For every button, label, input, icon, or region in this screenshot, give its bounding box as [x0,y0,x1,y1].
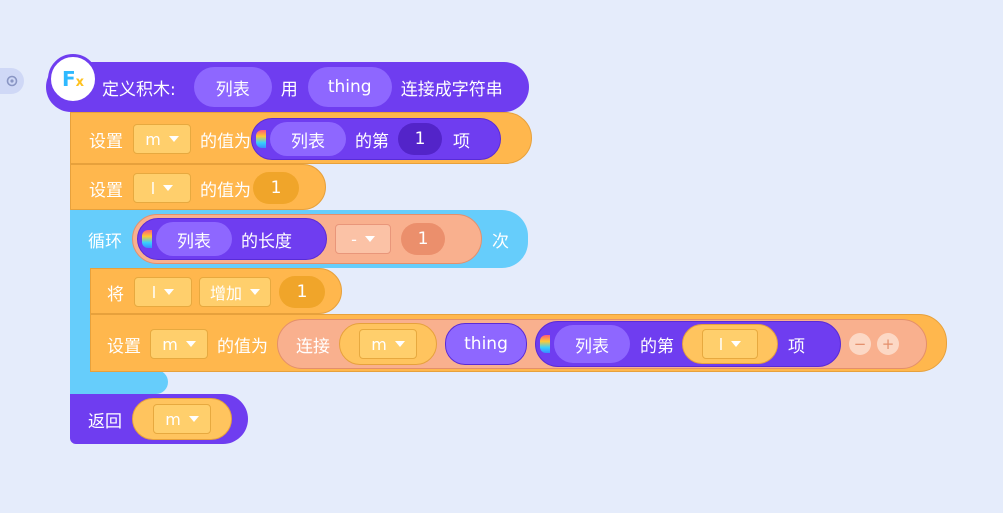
join-reporter[interactable]: 连接 m thing 列表 的第 l 项 − + [277,319,927,369]
value-of-label: 的值为 [200,180,251,201]
chevron-down-icon [164,289,175,295]
index-input[interactable]: 1 [398,123,442,155]
loop-block-foot [70,370,168,394]
list-param-pill[interactable]: 列表 [554,325,630,363]
list-item-reporter[interactable]: 列表 的第 1 项 [251,118,501,160]
increment-label: 将 [107,284,124,305]
add-arg-button[interactable]: + [877,333,899,355]
list-length-reporter[interactable]: 列表 的长度 [137,218,327,260]
return-var-slot[interactable]: m [132,398,232,440]
item-of-label: 的第 [355,131,389,152]
chevron-down-icon [188,416,199,422]
chevron-down-icon [394,341,405,347]
set-label: 设置 [89,180,123,201]
var-dropdown-l[interactable]: l [702,329,758,359]
remove-arg-button[interactable]: − [849,333,871,355]
number-input[interactable]: 1 [401,223,445,255]
param-thing-pill[interactable]: thing [307,67,392,107]
set-label: 设置 [107,336,141,357]
list-item-reporter[interactable]: 列表 的第 l 项 [535,321,841,367]
list-badge-icon [256,130,266,148]
item-label: 项 [453,131,470,152]
operator-dropdown[interactable]: - [335,224,391,254]
value-input[interactable]: 1 [279,276,325,308]
operation-dropdown[interactable]: 增加 [199,277,271,307]
list-badge-icon [540,335,550,353]
chevron-down-icon [364,236,375,242]
var-dropdown-m[interactable]: m [133,124,191,154]
set-m-join-block[interactable]: 设置 m 的值为 连接 m thing 列表 的第 l 项 [90,314,947,372]
var-dropdown-m[interactable]: m [153,404,211,434]
chevron-down-icon [731,341,742,347]
return-block[interactable]: 返回 m [70,394,248,444]
value-of-label: 的值为 [217,336,268,357]
times-label: 次 [492,231,509,252]
define-tail-label: 连接成字符串 [400,79,503,100]
chevron-down-icon [250,289,260,295]
set-label: 设置 [89,131,123,152]
define-mid-label: 用 [280,79,298,100]
join-label: 连接 [296,336,330,357]
set-m-block[interactable]: 设置 m 的值为 列表 的第 1 项 [70,112,532,164]
var-dropdown-l[interactable]: l [133,173,191,203]
var-dropdown-m[interactable]: m [150,329,208,359]
settings-gear-icon[interactable] [0,68,24,94]
chevron-down-icon [185,341,196,347]
index-var-slot[interactable]: l [682,324,778,364]
length-label: 的长度 [241,231,292,252]
subtract-reporter[interactable]: 列表 的长度 - 1 [132,214,482,264]
thing-param-pill[interactable]: thing [445,323,527,365]
var-dropdown-m[interactable]: m [359,329,417,359]
return-label: 返回 [88,411,122,432]
join-var-slot[interactable]: m [339,323,437,365]
increment-block[interactable]: 将 l 增加 1 [90,268,342,314]
chevron-down-icon [163,185,174,191]
value-input[interactable]: 1 [253,172,299,204]
list-param-pill[interactable]: 列表 [270,122,346,156]
define-label: 定义积木: [102,79,176,100]
set-l-block[interactable]: 设置 l 的值为 1 [70,164,326,210]
list-param-pill[interactable]: 列表 [156,222,232,256]
list-badge-icon [142,230,152,248]
item-of-label: 的第 [640,336,674,357]
chevron-down-icon [168,136,179,142]
var-dropdown-l[interactable]: l [134,277,192,307]
param-list-pill[interactable]: 列表 [193,67,272,107]
value-of-label: 的值为 [200,131,251,152]
loop-label: 循环 [88,231,122,252]
item-label: 项 [788,336,805,357]
loop-block-arm [70,266,90,372]
